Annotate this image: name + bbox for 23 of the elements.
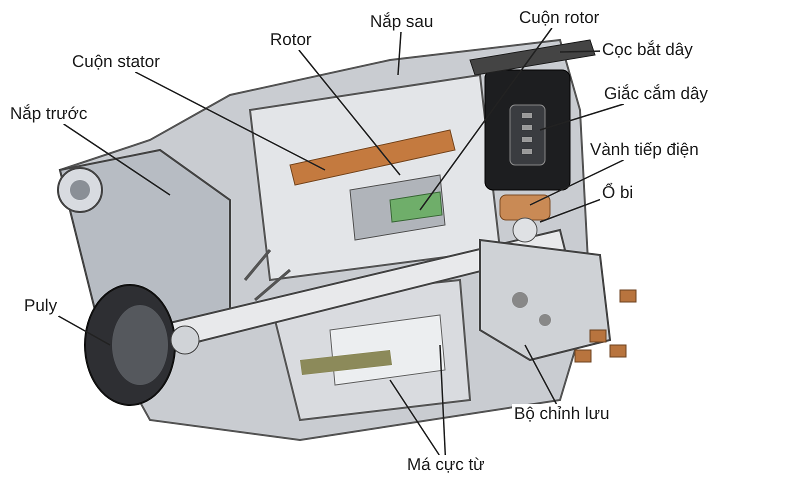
part-label: Má cực từ xyxy=(405,455,487,475)
leader-line xyxy=(134,71,326,171)
leader-line xyxy=(397,32,402,76)
leader-line xyxy=(540,103,624,131)
leader-line xyxy=(419,28,553,210)
part-label: Nắp sau xyxy=(368,12,436,32)
leader-line xyxy=(298,50,401,176)
leader-line xyxy=(524,344,558,404)
part-label: Puly xyxy=(22,296,60,316)
part-label: Giắc cắm dây xyxy=(602,84,710,104)
part-label: Bộ chỉnh lưu xyxy=(512,404,612,424)
part-label: Cọc bắt dây xyxy=(600,40,695,60)
leader-line xyxy=(63,123,170,196)
leader-line xyxy=(530,159,624,206)
leader-line xyxy=(439,344,446,456)
part-label: Ổ bi xyxy=(600,183,636,203)
part-label: Nắp trước xyxy=(8,104,90,124)
part-label: Cuộn rotor xyxy=(517,8,602,28)
part-label: Vành tiếp điện xyxy=(588,140,701,160)
leader-line xyxy=(58,315,110,346)
part-label: Rotor xyxy=(268,30,314,50)
part-label: Cuộn stator xyxy=(70,52,162,72)
leader-line xyxy=(389,380,440,456)
